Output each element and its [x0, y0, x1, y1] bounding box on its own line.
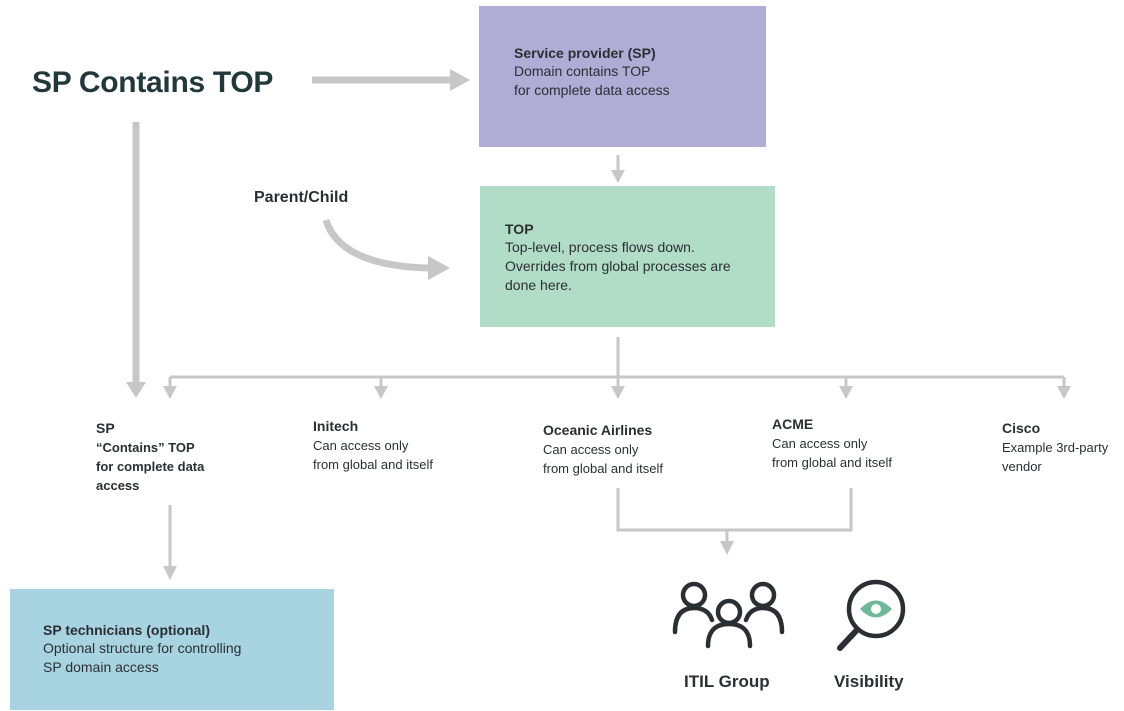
- node-cisco-line: vendor: [1002, 459, 1042, 474]
- node-acme-title: ACME: [772, 416, 814, 432]
- node-cisco-title: Cisco: [1002, 420, 1041, 436]
- node-acme-line: from global and itself: [772, 455, 892, 470]
- node-oceanic-line: from global and itself: [543, 461, 663, 476]
- arrowhead-sp-to-top: [611, 170, 625, 183]
- service-provider-box: Service provider (SP) Domain contains TO…: [479, 6, 766, 147]
- sp-technicians-line: SP domain access: [43, 659, 159, 675]
- arrowhead-cisco: [1057, 386, 1071, 399]
- service-provider-line: for complete data access: [514, 82, 670, 98]
- node-acme-line: Can access only: [772, 436, 868, 451]
- service-provider-title: Service provider (SP): [514, 45, 656, 61]
- top-line: done here.: [505, 277, 572, 293]
- diagram-title: SP Contains TOP: [32, 66, 274, 99]
- node-oceanic-line: Can access only: [543, 442, 639, 457]
- parent-child-label: Parent/Child: [254, 189, 349, 206]
- node-oceanic: Oceanic Airlines Can access only from gl…: [543, 421, 663, 478]
- node-initech-line: from global and itself: [313, 457, 433, 472]
- arrowhead-oceanic: [611, 386, 625, 399]
- node-sp-line: access: [96, 478, 140, 493]
- sp-technicians-title: SP technicians (optional): [43, 622, 210, 638]
- arrowhead-sp: [163, 386, 177, 399]
- arrowhead-acme: [839, 386, 853, 399]
- top-title: TOP: [505, 221, 534, 237]
- node-sp-title: SP: [96, 420, 115, 436]
- node-initech: Initech Can access only from global and …: [313, 417, 433, 474]
- node-acme: ACME Can access only from global and its…: [772, 415, 892, 472]
- people-group-icon: [672, 581, 785, 649]
- node-initech-title: Initech: [313, 418, 359, 434]
- node-cisco-line: Example 3rd-party: [1002, 440, 1109, 455]
- node-sp-line: “Contains” TOP: [96, 440, 195, 455]
- node-initech-line: Can access only: [313, 438, 409, 453]
- sp-technicians-line: Optional structure for controlling: [43, 640, 242, 656]
- magnifier-eye-icon: [837, 579, 906, 651]
- arrow-parent-child: [322, 218, 431, 272]
- arrowhead-title-to-sp-node: [126, 382, 146, 398]
- visibility-label: Visibility: [834, 672, 904, 691]
- merge-bracket: [616, 488, 853, 532]
- node-oceanic-title: Oceanic Airlines: [543, 422, 653, 438]
- sp-technicians-box: SP technicians (optional) Optional struc…: [10, 589, 334, 710]
- arrowhead-title-to-sp: [450, 69, 470, 91]
- service-provider-line: Domain contains TOP: [514, 63, 651, 79]
- node-cisco: Cisco Example 3rd-party vendor: [1002, 419, 1108, 476]
- top-box: TOP Top-level, process flows down. Overr…: [480, 186, 775, 327]
- arrowhead-sp-to-technicians: [163, 566, 177, 580]
- top-line: Overrides from global processes are: [505, 258, 731, 274]
- node-sp: SP “Contains” TOP for complete data acce…: [96, 419, 204, 495]
- arrowhead-parent-child: [428, 256, 450, 280]
- itil-group-label: ITIL Group: [684, 672, 770, 691]
- top-line: Top-level, process flows down.: [505, 239, 695, 255]
- arrowhead-merge: [720, 541, 734, 555]
- node-sp-line: for complete data: [96, 459, 205, 474]
- arrowhead-initech: [374, 386, 388, 399]
